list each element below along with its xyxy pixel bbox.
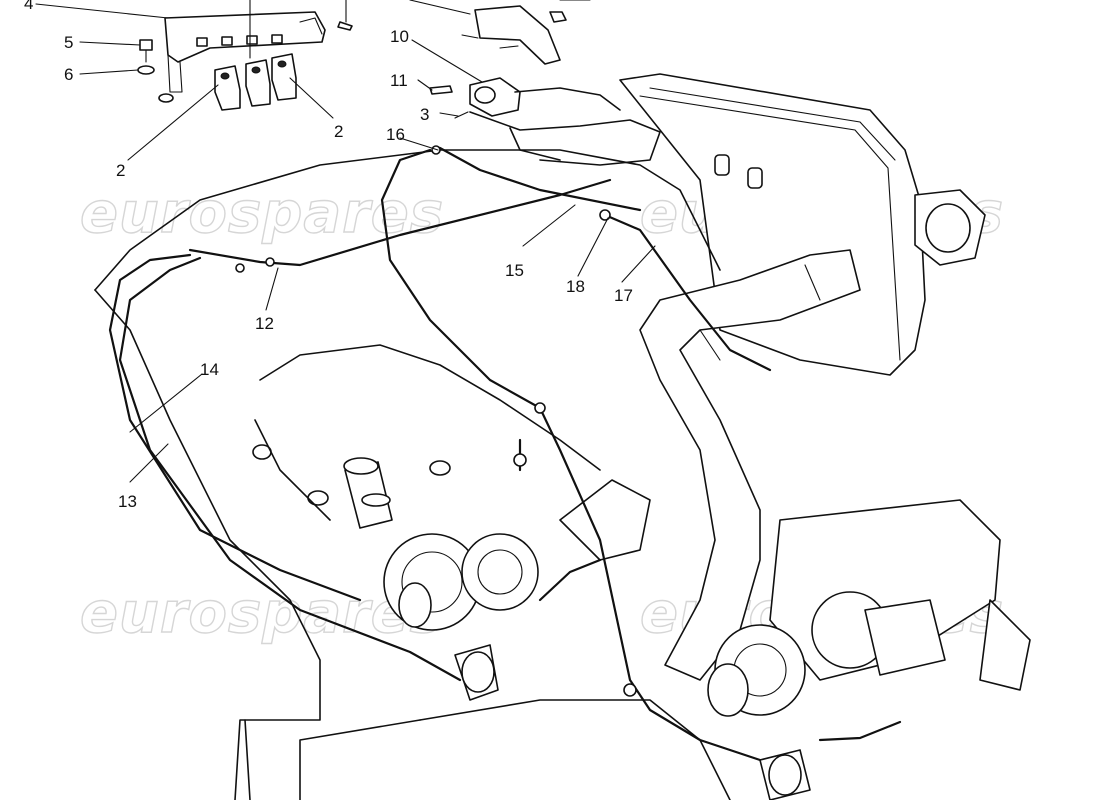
- callout-12: 12: [255, 314, 274, 333]
- relay-bracket: [164, 11, 326, 93]
- relay-set: [214, 53, 297, 111]
- leader-lines: [35, 0, 656, 483]
- watermark-top-left: eurospares: [80, 181, 444, 246]
- pressure-switch-assembly: [429, 5, 561, 119]
- callout-14: 14: [200, 360, 219, 379]
- callout-18: 18: [566, 277, 585, 296]
- intercooler-box: [619, 73, 986, 376]
- watermark-bottom-left: eurospares: [80, 581, 444, 646]
- callout-2-right: 2: [334, 122, 343, 141]
- callout-17: 17: [614, 286, 633, 305]
- engine-block: [94, 149, 731, 800]
- callout-2-left: 2: [116, 161, 125, 180]
- turbo-left: [343, 457, 651, 701]
- turbo-right: [707, 499, 1031, 800]
- callout-11: 11: [390, 71, 408, 90]
- callout-4: 4: [24, 0, 33, 13]
- callout-13: 13: [118, 492, 137, 511]
- callout-10: 10: [390, 27, 409, 46]
- callout-3: 3: [420, 105, 429, 124]
- callout-6: 6: [64, 65, 73, 84]
- callout-16: 16: [386, 125, 405, 144]
- hose-routing: [108, 87, 902, 762]
- callout-15: 15: [505, 261, 524, 280]
- callout-labels: 4 5 6 2 2 10 11 3 16 15 18 17 12 14 13: [24, 0, 633, 511]
- callout-5: 5: [64, 33, 73, 52]
